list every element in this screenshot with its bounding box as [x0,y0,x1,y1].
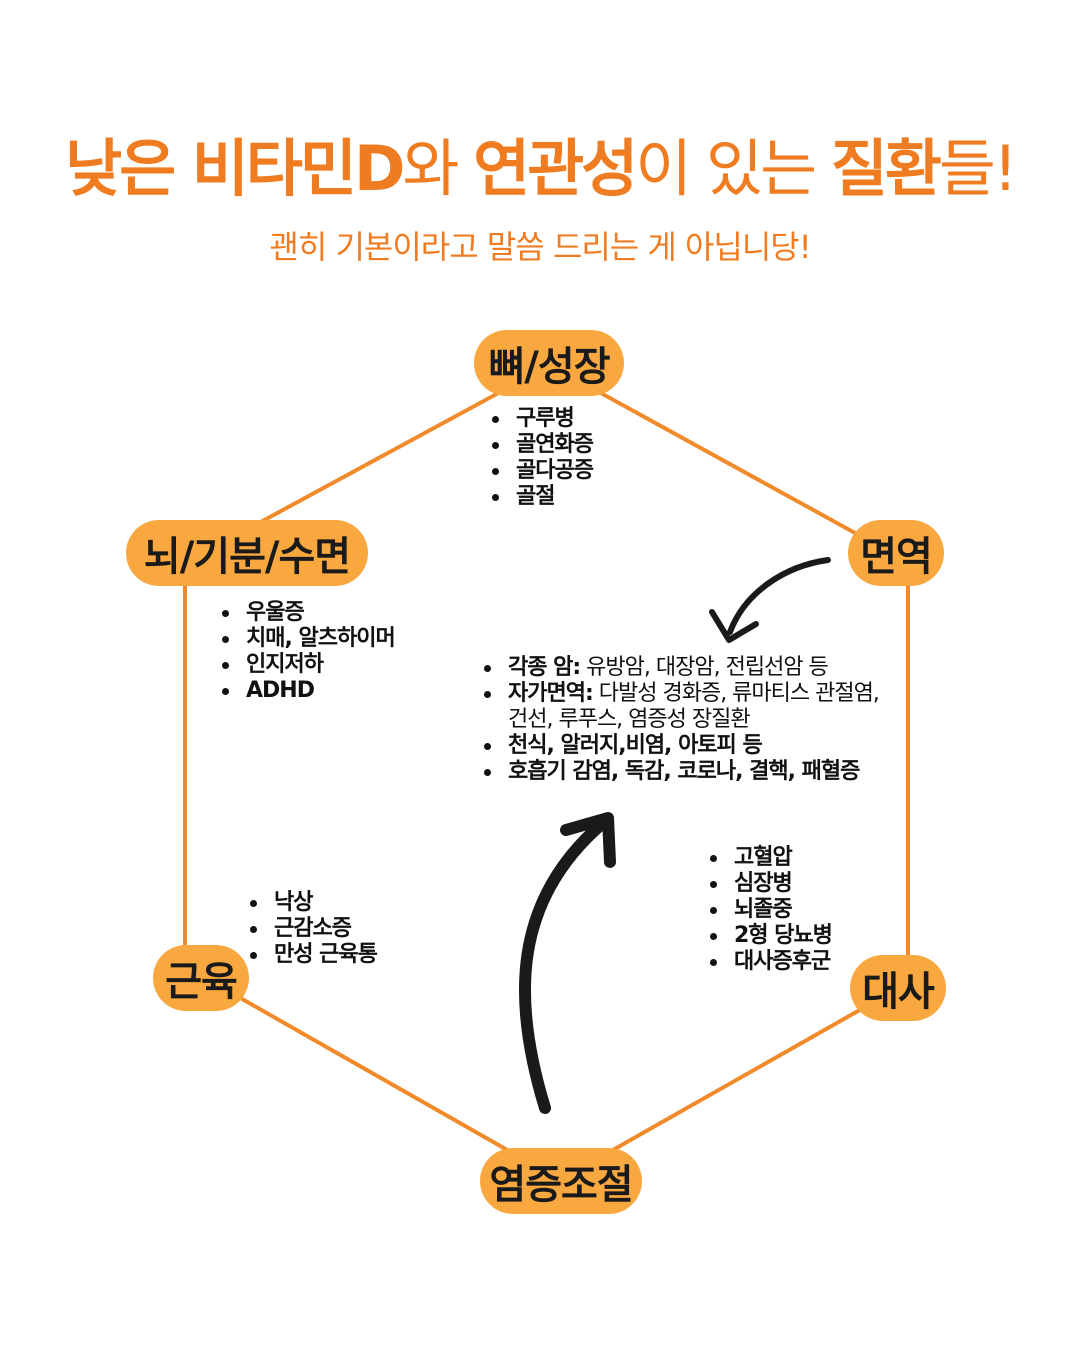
title-part-with: 와 [402,132,474,205]
list-item-label: 자가면역: [508,681,594,706]
title-part-disease: 질환 [830,132,942,205]
node-immune: 면역 [848,520,944,586]
list-item: 근감소증 [246,916,377,942]
title-part-exists: 이 있는 [635,132,831,205]
bone-disease-list: 구루병 골연화증 골다공증 골절 [488,406,594,510]
edge-bone-immune [549,363,896,557]
large-arrowhead [560,812,616,868]
small-curved-arrow [727,557,831,635]
list-item: 우울증 [218,600,395,626]
list-item: 만성 근육통 [246,942,378,968]
list-item: 천식, 알러지,비염, 아토피 등 [480,733,900,759]
list-item-detail: 유방암, 대장암, 전립선암 등 [580,655,829,680]
title-part-relation: 연관성 [473,132,638,205]
page-subtitle: 괜히 기본이라고 말씀 드리는 게 아닙니당! [269,228,811,266]
list-item: 치매, 알츠하이머 [218,626,396,652]
list-item: 구루병 [488,406,593,432]
node-muscle: 근육 [153,945,249,1011]
list-item-label: 천식, 알러지,비염, 아토피 등 [508,733,763,758]
list-item: 뇌졸중 [706,897,832,923]
page-title: 낮은 비타민D와 연관성이 있는 질환들! [0,118,1080,208]
list-item: 골연화증 [488,432,594,458]
immune-disease-list: 각종 암: 유방암, 대장암, 전립선암 등 자가면역: 다발성 경화증, 류마… [480,655,900,785]
brain-disease-list: 우울증 치매, 알츠하이머 인지저하 ADHD [218,600,396,704]
list-item: ADHD [218,678,395,704]
list-item: 각종 암: 유방암, 대장암, 전립선암 등 [480,655,900,681]
node-metabolism: 대사 [850,955,946,1021]
list-item: 골다공증 [488,458,594,484]
list-item: 호흡기 감염, 독감, 코로나, 결핵, 패혈증 [480,759,900,785]
list-item: 고혈압 [706,845,832,871]
large-curved-arrow [518,816,610,1114]
muscle-disease-list: 낙상 근감소증 만성 근육통 [246,890,378,968]
title-part-plural: 들! [938,132,1018,205]
list-item: 골절 [488,484,593,510]
metabolism-disease-list: 고혈압 심장병 뇌졸중 2형 당뇨병 대사증후군 [706,845,833,975]
node-bone-growth: 뼈/성장 [474,330,624,396]
list-item: 낙상 [246,890,377,916]
node-inflammation-control: 염증조절 [480,1148,642,1214]
list-item: 심장병 [706,871,832,897]
list-item: 자가면역: 다발성 경화증, 류마티스 관절염, 건선, 루푸스, 염증성 장질… [480,681,900,733]
list-item: 대사증후군 [706,949,832,975]
title-part-vitamin: 낮은 비타민D [65,132,405,205]
edge-inflammation-muscle [199,973,561,1182]
list-item-label: 각종 암: [508,655,581,680]
node-brain-mood-sleep: 뇌/기분/수면 [126,520,368,586]
small-arrowhead [709,609,759,643]
list-item-label: 호흡기 감염, 독감, 코로나, 결핵, 패혈증 [508,759,860,784]
list-item: 2형 당뇨병 [706,923,833,949]
list-item-detail: 다발성 경화증, 류마티스 관절염, 건선, 루푸스, 염증성 장질환 [508,681,880,732]
list-item: 인지저하 [218,652,395,678]
